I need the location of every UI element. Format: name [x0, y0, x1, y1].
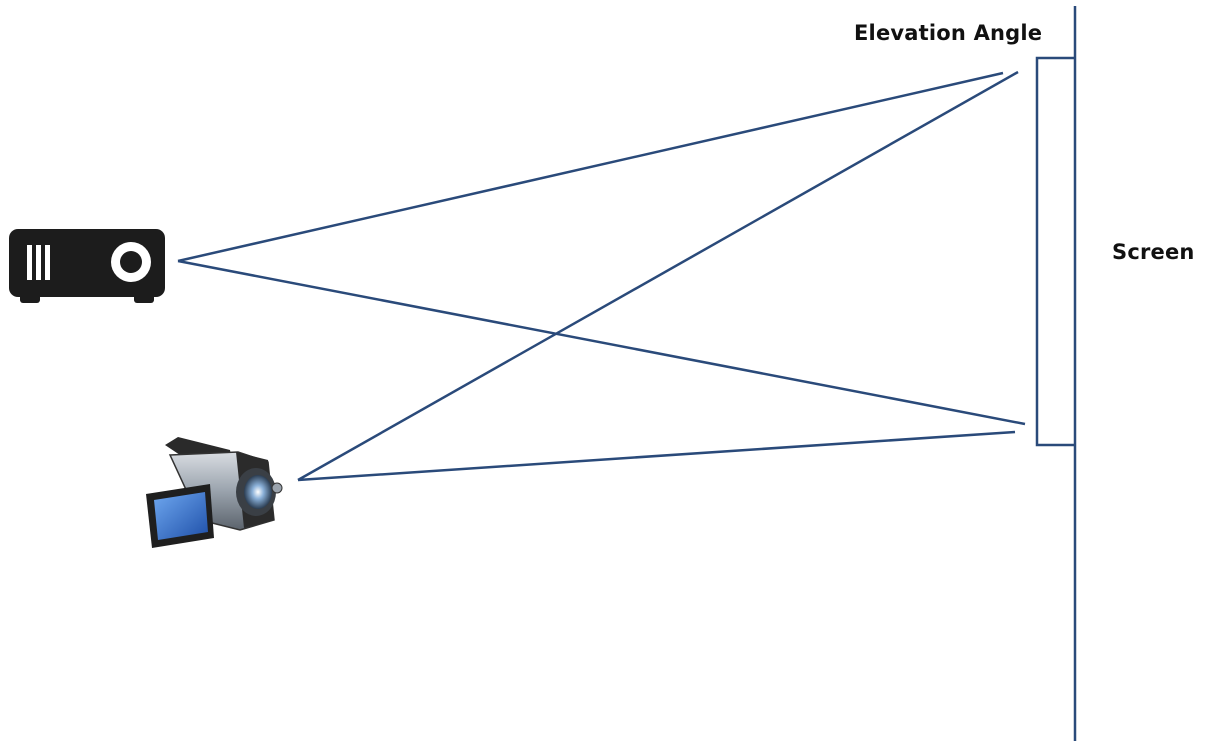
projector-beam-bottom: [177, 259, 1026, 426]
camera-line-bottom: [297, 430, 1016, 482]
projector-icon: [9, 229, 165, 303]
screen-label: Screen: [1112, 240, 1195, 264]
camera-line-top: [297, 70, 1019, 482]
video-camera-icon: [146, 437, 283, 548]
screen-panel: [1035, 56, 1075, 447]
projector-beam-top: [177, 71, 1004, 263]
elevation-angle-label: Elevation Angle: [854, 21, 1043, 45]
